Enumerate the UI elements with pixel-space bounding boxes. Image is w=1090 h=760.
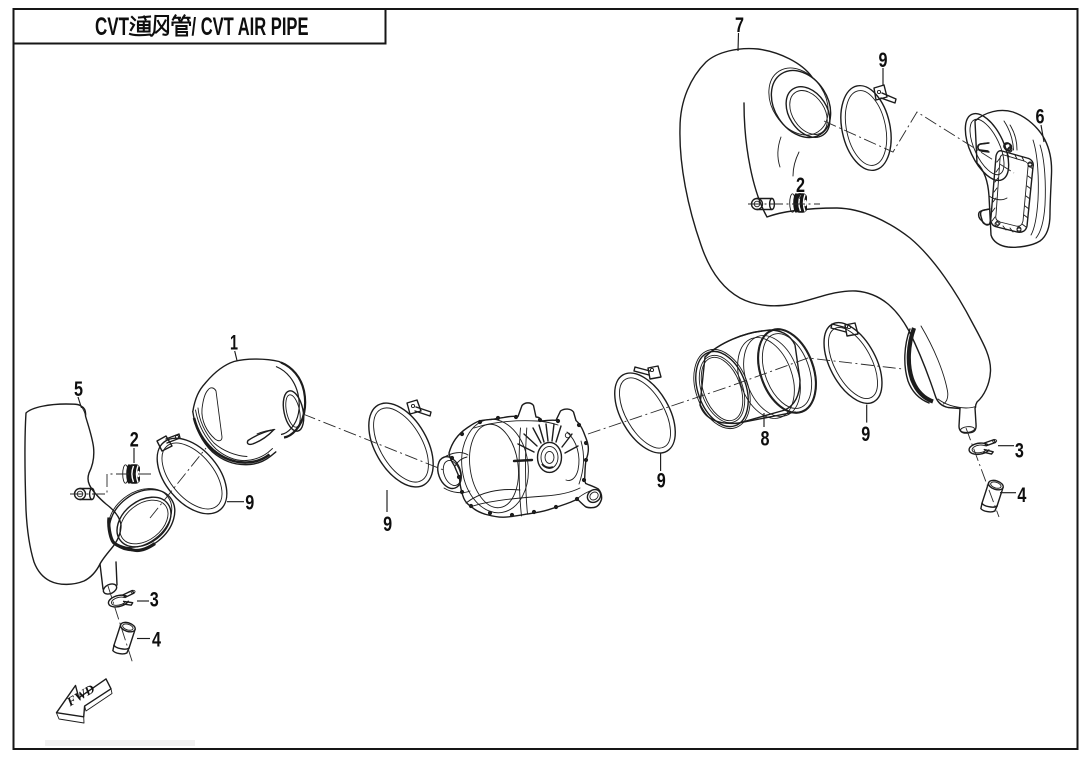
svg-text:/ CVT AIR PIPE: / CVT AIR PIPE [192, 13, 309, 41]
svg-text:FWD: FWD [63, 682, 97, 710]
svg-text:9: 9 [245, 491, 254, 515]
svg-text:1: 1 [230, 331, 238, 355]
svg-text:7: 7 [735, 13, 744, 37]
svg-text:3: 3 [150, 587, 159, 611]
svg-text:4: 4 [1017, 483, 1026, 507]
svg-text:9: 9 [383, 512, 392, 536]
svg-text:9: 9 [861, 422, 870, 446]
svg-text:3: 3 [1015, 439, 1024, 463]
svg-text:2: 2 [796, 173, 805, 197]
svg-text:6: 6 [1036, 105, 1045, 129]
svg-text:8: 8 [761, 427, 770, 451]
svg-text:2: 2 [130, 427, 139, 451]
svg-text:CVT: CVT [95, 13, 129, 41]
svg-text:9: 9 [879, 48, 888, 72]
svg-text:9: 9 [657, 468, 666, 492]
svg-text:5: 5 [74, 377, 83, 401]
svg-text:4: 4 [152, 628, 161, 652]
